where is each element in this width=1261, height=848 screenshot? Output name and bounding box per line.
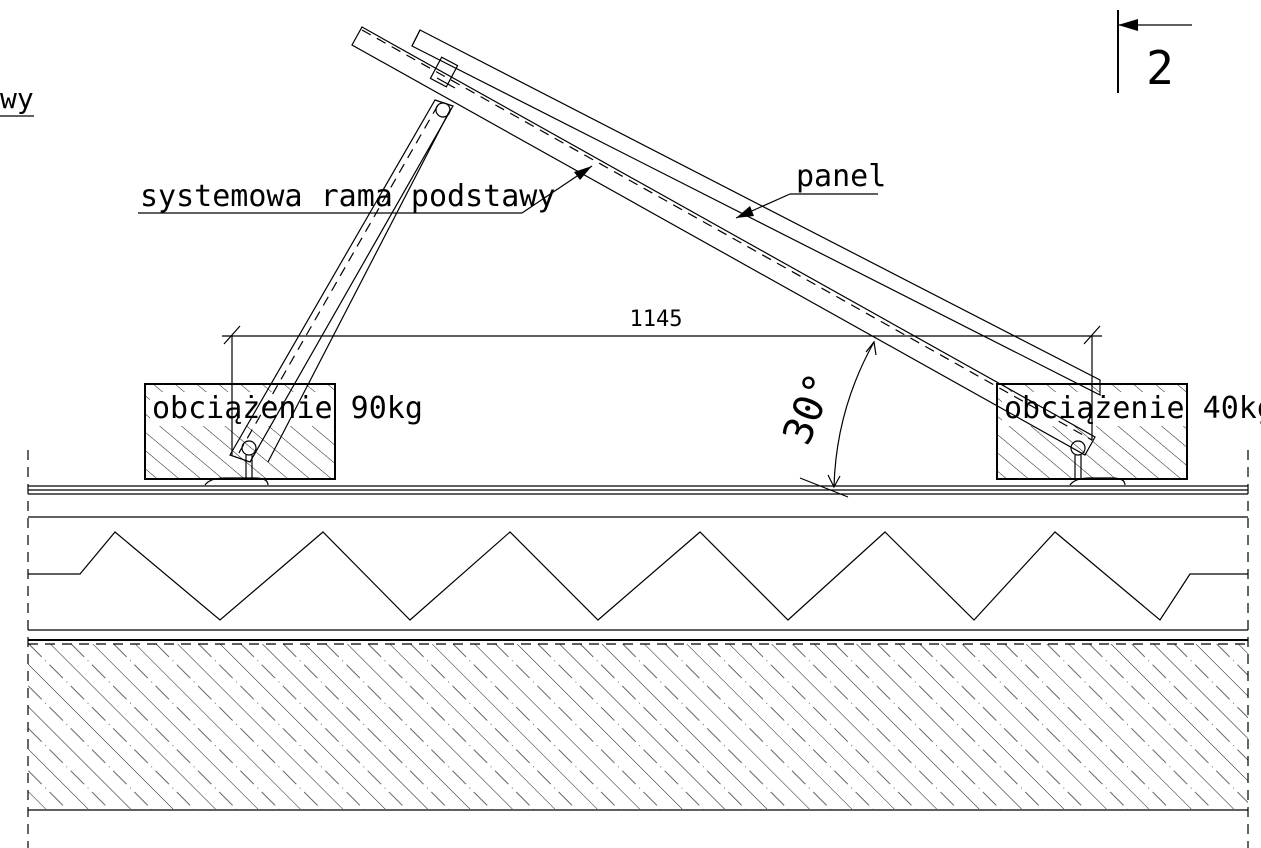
bolt-top-washer	[436, 77, 456, 89]
ballast-right-label-mask	[1002, 392, 1242, 426]
hinge-left	[241, 440, 257, 478]
trapezoidal-sheet-profile	[28, 531, 1248, 621]
hinge-right-pin	[1070, 440, 1086, 456]
load-right-label: obciążenie 40kg	[1004, 391, 1261, 426]
frame-label-group: systemowa rama podstawy	[138, 165, 593, 214]
angle-arrow-bottom	[827, 474, 841, 489]
left-cutoff-label: wy	[0, 82, 34, 115]
foot-right	[1069, 477, 1126, 486]
load-left-label: obciążenie 90kg	[152, 391, 423, 426]
hinge-left-pin	[241, 440, 257, 456]
section-marker-number: 2	[1146, 41, 1174, 95]
hinge-right	[1070, 440, 1086, 478]
panel-leader-arrow	[736, 206, 754, 218]
dimension-tick-right	[1083, 325, 1101, 345]
solar-panel	[411, 29, 1101, 396]
frame-rail	[351, 26, 1096, 456]
frame-strut-inner-line	[267, 109, 451, 463]
section-marker-arrowhead	[1118, 19, 1138, 31]
angle-arc	[833, 341, 875, 488]
hinge-top-pin	[435, 102, 451, 118]
frame-rail-centerline	[361, 29, 1093, 441]
angle-value: 30°	[774, 367, 844, 451]
dimension-value: 1145	[630, 307, 683, 332]
angle-30: 30°	[774, 340, 877, 498]
frame-label: systemowa rama podstawy	[140, 179, 555, 214]
ballast-block-left	[144, 383, 395, 480]
bolt-top	[429, 56, 459, 88]
dimension-1145: 1145	[222, 307, 1102, 455]
panel-label: panel	[796, 159, 886, 194]
roof-layers	[27, 450, 1249, 848]
section-marker: 2	[1117, 10, 1192, 95]
dimension-tick-left	[223, 325, 241, 345]
frame-leader-arrow	[574, 166, 592, 180]
ballast-left-label-mask	[150, 392, 395, 426]
hinge-top	[429, 56, 459, 118]
panel-top-edge	[411, 29, 421, 47]
foot-left	[204, 477, 269, 486]
angle-base-tick	[799, 477, 849, 498]
angle-arrow-top	[865, 340, 877, 356]
panel-label-group: panel	[735, 159, 886, 219]
ballast-left-outline	[144, 383, 336, 480]
concrete-slab-hatch	[28, 644, 1248, 809]
